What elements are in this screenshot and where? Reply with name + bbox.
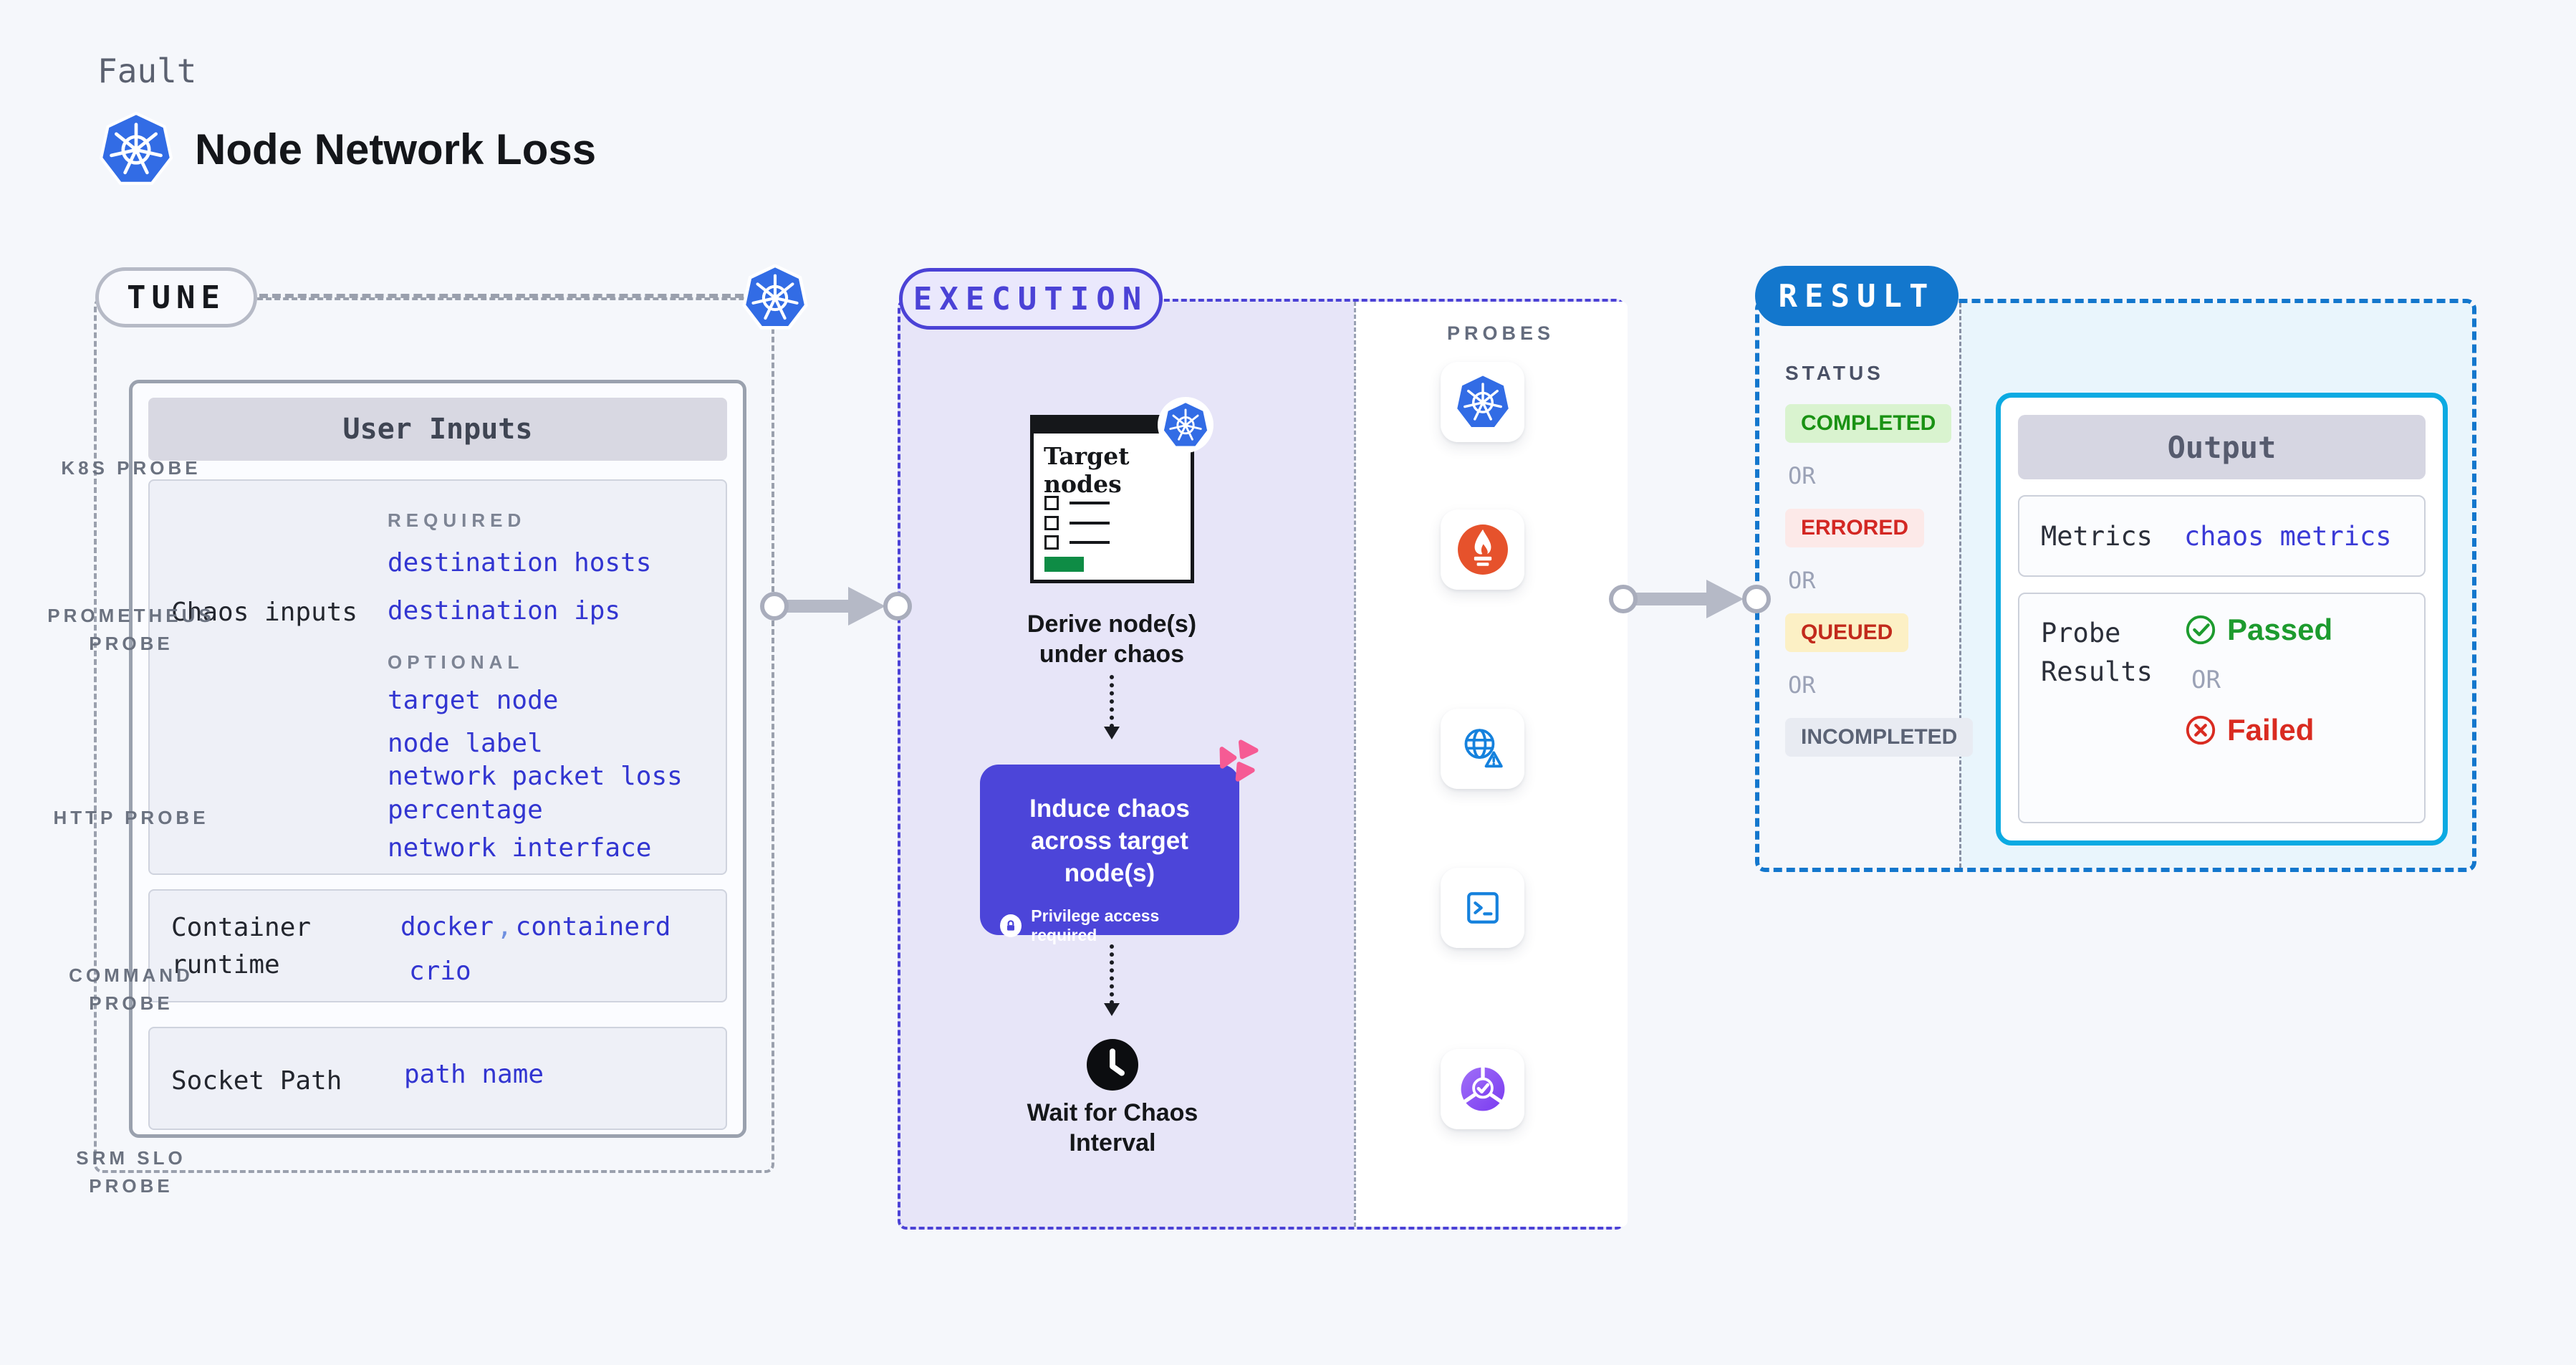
kubernetes-icon (742, 264, 808, 330)
socket-path-row: Socket Path path name (148, 1027, 727, 1130)
flow-arrow-down (1110, 675, 1114, 728)
user-inputs-title: User Inputs (148, 398, 727, 461)
input-link-target-node[interactable]: target node (388, 686, 559, 715)
induce-caption: Induce chaos across target node(s) (1029, 795, 1190, 887)
or-label: OR (1788, 567, 1816, 594)
chaos-pinwheel-icon (1219, 739, 1259, 782)
required-heading: REQUIRED (388, 509, 527, 531)
checkbox-icon (1044, 516, 1059, 530)
terminal-icon (1466, 892, 1499, 924)
metrics-value-link[interactable]: chaos metrics (2184, 520, 2392, 552)
probe-results-label: Probe Results (2041, 618, 2153, 687)
probe-results-row: Probe Results Passed OR Failed (2018, 593, 2426, 823)
privilege-note: Privilege access required (1031, 906, 1160, 945)
list-line (1070, 502, 1110, 504)
kubernetes-icon (1456, 375, 1509, 427)
kubernetes-icon (1163, 403, 1208, 446)
optional-heading: OPTIONAL (388, 651, 524, 673)
metrics-label: Metrics (2041, 520, 2153, 552)
result-divider (1959, 303, 1961, 868)
arrow-head-icon (848, 587, 885, 626)
check-circle-icon (2186, 615, 2216, 645)
lock-icon (1000, 914, 1022, 938)
or-label: OR (2191, 666, 2221, 694)
result-badge: RESULT (1755, 266, 1959, 326)
list-line (1070, 541, 1110, 544)
tune-badge: TUNE (95, 267, 257, 327)
input-link-network-interface[interactable]: network interface (388, 833, 652, 863)
induce-chaos-card: Induce chaos across target node(s) Privi… (980, 765, 1239, 944)
status-badge-errored: ERRORED (1785, 509, 1925, 547)
or-label: OR (1788, 671, 1816, 699)
status-badge-incompleted: INCOMPLETED (1785, 718, 1974, 757)
probe-label: SRM SLO PROBE (76, 1147, 186, 1197)
wait-caption: Wait for Chaos Interval (1027, 1099, 1198, 1157)
probe-item-http (1441, 709, 1524, 789)
output-panel: Output Metrics chaos metrics Probe Resul… (1996, 393, 2448, 846)
progress-bar (1044, 557, 1084, 572)
status-badge-queued: QUEUED (1785, 613, 1909, 652)
runtime-separator: , (496, 912, 513, 942)
probe-label: COMMAND PROBE (69, 964, 193, 1014)
passed-label: Passed (2227, 613, 2333, 646)
globe-alert-icon (1464, 729, 1503, 768)
status-badge-completed: COMPLETED (1785, 404, 1952, 443)
probe-label: PROMETHEUS PROBE (47, 605, 215, 654)
connector-dot (1742, 585, 1771, 613)
probe-item-srm-slo (1441, 1049, 1524, 1129)
socket-path-label: Socket Path (171, 1066, 342, 1096)
probes-heading: PROBES (1447, 322, 1555, 344)
probe-label: HTTP PROBE (53, 807, 209, 828)
or-label: OR (1788, 462, 1816, 489)
probe-item-prometheus (1441, 509, 1524, 590)
flow-arrow-execution-to-result (1626, 593, 1711, 605)
arrow-head-icon (1706, 580, 1744, 618)
execution-badge: EXECUTION (899, 268, 1163, 330)
connector-dot (883, 592, 912, 621)
flow-arrow-down (1110, 944, 1114, 1005)
arrow-head-icon (1104, 727, 1120, 739)
chaos-inputs-row: Chaos inputs REQUIRED destination hosts … (148, 479, 727, 875)
runtime-value-crio[interactable]: crio (409, 957, 471, 986)
x-circle-icon (2186, 715, 2216, 745)
container-runtime-label: Container runtime (171, 913, 312, 980)
chaos-inputs-label: Chaos inputs (171, 598, 358, 627)
connector-dot (1609, 585, 1638, 613)
status-heading: STATUS (1785, 362, 1884, 384)
arrow-head-icon (1104, 1003, 1120, 1016)
input-link-node-label[interactable]: node label (388, 729, 543, 758)
probe-item-command (1441, 868, 1524, 948)
page-title: Node Network Loss (195, 125, 597, 173)
checkbox-icon (1044, 535, 1059, 550)
failed-label: Failed (2227, 713, 2315, 747)
connector-dot (760, 592, 789, 621)
output-title: Output (2018, 415, 2426, 479)
container-runtime-row: Container runtime docker , containerd cr… (148, 889, 727, 1002)
target-card-titlebar (1033, 418, 1191, 434)
probe-item-k8s (1441, 362, 1524, 442)
slo-donut-check-icon (1461, 1066, 1504, 1111)
user-inputs-panel: User Inputs Chaos inputs REQUIRED destin… (129, 380, 746, 1138)
input-link-network-packet-loss-percentage[interactable]: network packet loss percentage (388, 762, 683, 825)
runtime-value-docker[interactable]: docker (400, 912, 494, 942)
target-card-title: Target nodes (1044, 442, 1130, 498)
runtime-value-containerd[interactable]: containerd (515, 912, 671, 942)
tune-section (94, 297, 774, 1173)
wait-clock-icon (1087, 1039, 1138, 1091)
probe-label: K8S PROBE (61, 457, 201, 479)
tune-connector-line (259, 294, 744, 298)
flow-arrow-tune-to-execution (777, 600, 853, 613)
derive-caption: Derive node(s) under chaos (1027, 610, 1197, 669)
checkbox-icon (1044, 496, 1059, 510)
kubernetes-logo-icon (99, 112, 173, 185)
prometheus-flame-icon (1457, 525, 1508, 575)
fault-eyebrow: Fault (97, 52, 197, 90)
metrics-row: Metrics chaos metrics (2018, 495, 2426, 577)
list-line (1070, 522, 1110, 525)
socket-path-value[interactable]: path name (404, 1060, 544, 1089)
input-link-destination-hosts[interactable]: destination hosts (388, 548, 652, 578)
status-column: STATUS COMPLETED OR ERRORED OR QUEUED OR… (1785, 362, 1974, 757)
input-link-destination-ips[interactable]: destination ips (388, 596, 621, 626)
